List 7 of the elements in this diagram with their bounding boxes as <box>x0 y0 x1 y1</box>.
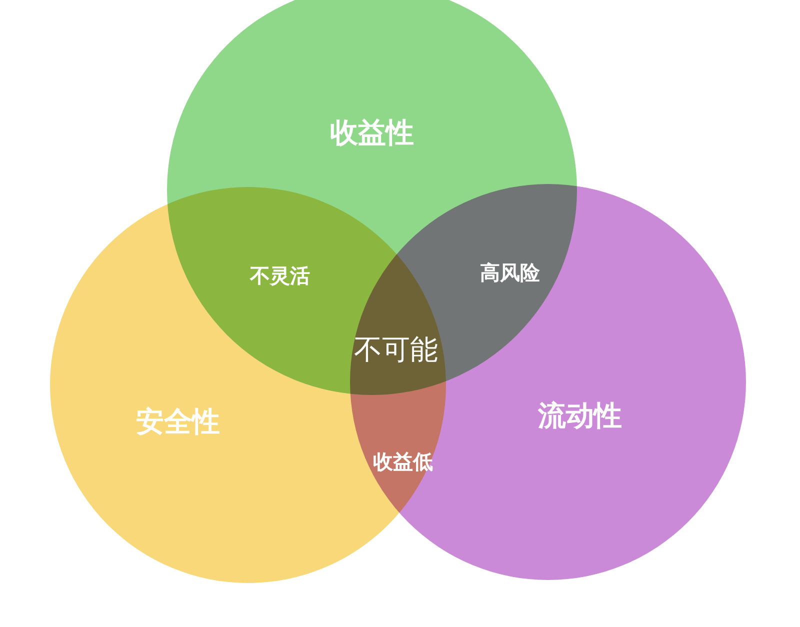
overlap-label: 不可能 <box>354 332 438 368</box>
circle-label: 收益性 <box>330 115 414 151</box>
overlap-label: 高风险 <box>480 260 540 286</box>
venn-circle <box>350 184 746 580</box>
circle-label: 安全性 <box>136 404 220 440</box>
overlap-label: 不灵活 <box>250 262 310 290</box>
circle-label: 流动性 <box>538 398 622 434</box>
